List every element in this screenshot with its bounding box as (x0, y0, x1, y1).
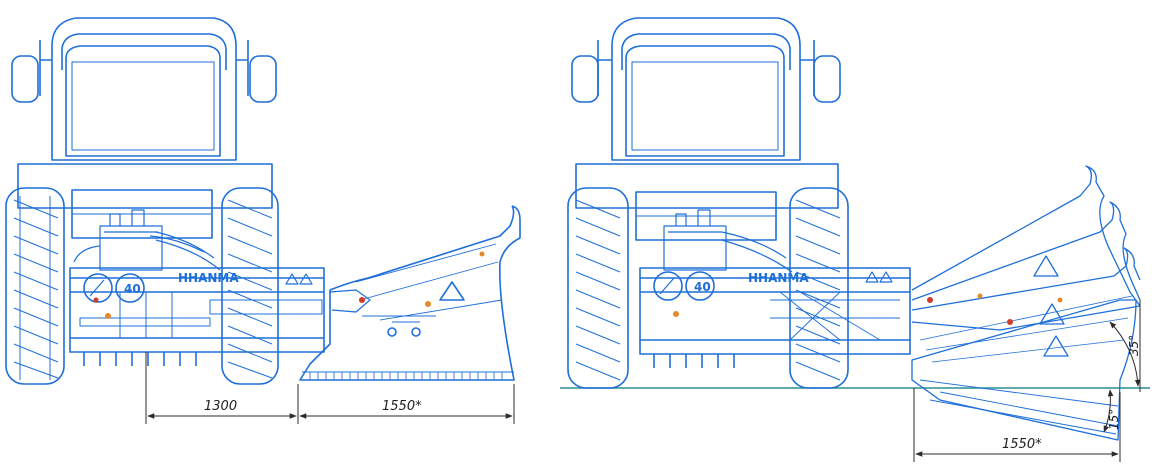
pressure-gauges (653, 271, 715, 301)
colour-accents (93, 251, 485, 319)
dimension-lines (913, 300, 1141, 462)
colour-accents (673, 293, 1063, 325)
left-gauge-value: 40 (124, 282, 141, 296)
right-gauge-value: 40 (694, 280, 711, 294)
plow-blade-positions (911, 165, 1141, 441)
tractor-hood (17, 163, 273, 239)
frame-warning-signs (285, 273, 313, 285)
dimension-track-width: 1300 (204, 399, 237, 414)
left-front-view (5, 17, 521, 424)
pressure-gauges (83, 273, 145, 303)
tractor-right-tire (221, 187, 279, 385)
tractor-hood (575, 163, 839, 241)
angle-raise-label: 35° (1127, 335, 1141, 356)
hydraulic-block (73, 209, 221, 271)
left-brand-label: HHANMA (178, 271, 239, 285)
tractor-left-tire (5, 187, 65, 385)
angle-lower-label: 15° (1107, 409, 1121, 430)
right-front-view-tilted (560, 17, 1150, 462)
mounting-frame (69, 267, 325, 366)
tractor-right-tire (789, 187, 849, 389)
tractor-cab (11, 17, 277, 161)
plow-blade (299, 205, 521, 381)
dimension-blade-width-right: 1550* (1002, 437, 1042, 452)
dimension-lines (145, 352, 515, 424)
mounting-frame (639, 267, 911, 368)
frame-warning-signs (865, 271, 893, 283)
tractor-left-tire (567, 187, 629, 389)
right-brand-label: HHANMA (748, 271, 809, 285)
hydraulic-block (663, 209, 793, 273)
tractor-cab (571, 17, 841, 161)
dimension-blade-width-left: 1550* (382, 399, 422, 414)
